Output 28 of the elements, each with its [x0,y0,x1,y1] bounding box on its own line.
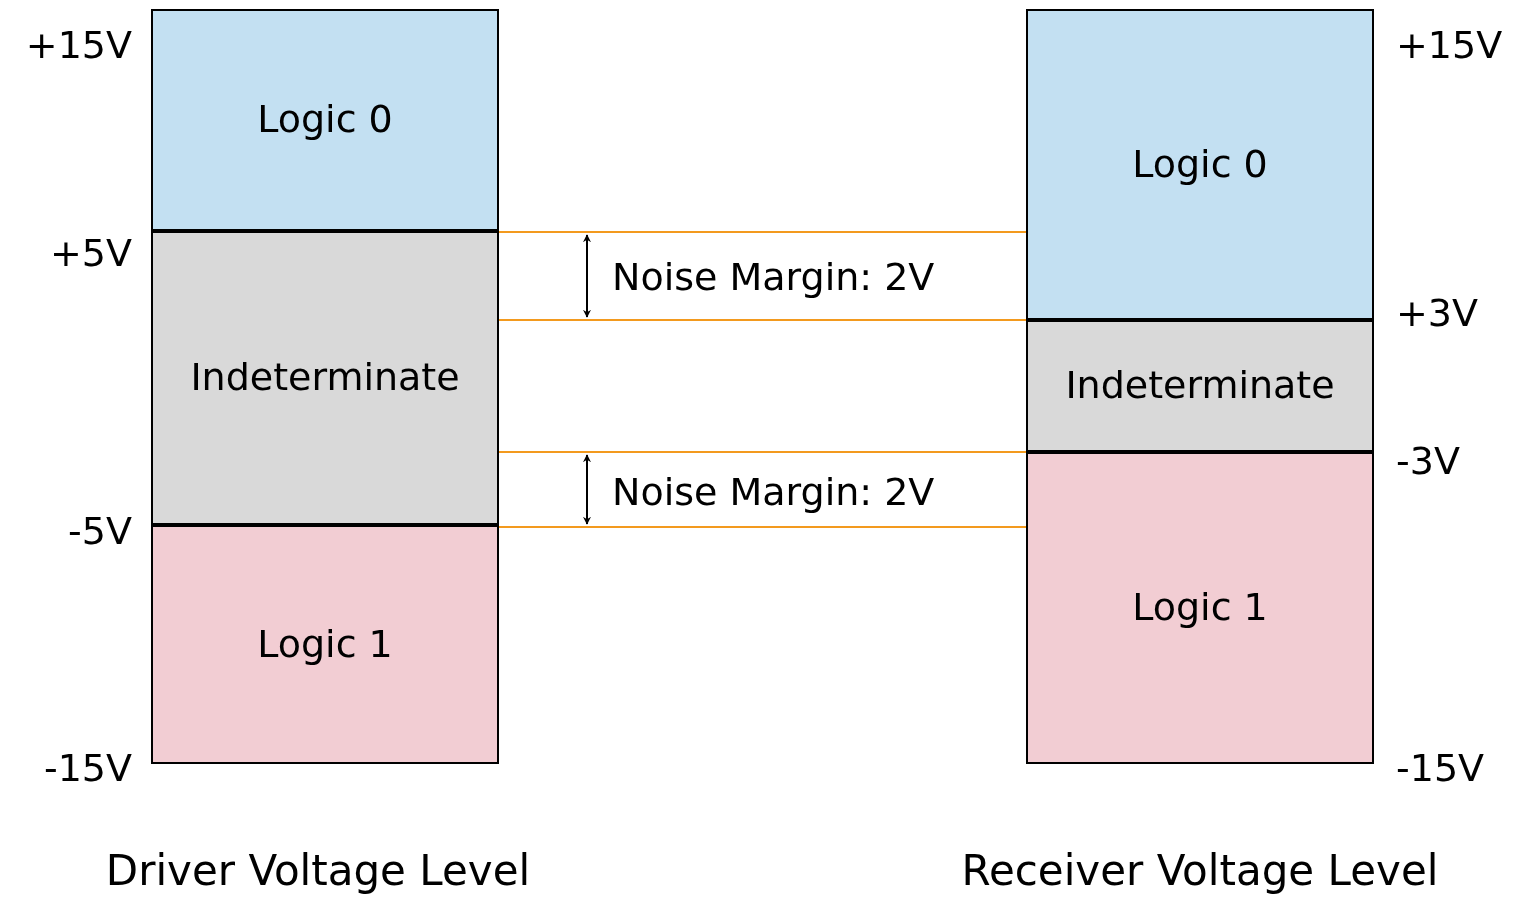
guide-line [498,319,1027,321]
voltage-label: +15V [25,22,132,69]
band-label: Logic 0 [257,96,393,144]
band-label: Logic 1 [1132,584,1268,632]
voltage-label: -15V [1396,745,1485,792]
voltage-band [151,9,499,231]
voltage-label: -15V [43,745,132,792]
band-label: Logic 0 [1132,140,1268,188]
axis-title: Receiver Voltage Level [961,847,1439,895]
voltage-band [1026,320,1374,452]
guide-line [498,526,1027,528]
axis-title: Driver Voltage Level [105,847,531,895]
band-label: Logic 1 [257,620,393,668]
band-label: Indeterminate [190,354,460,402]
voltage-band [151,231,499,525]
guide-line [498,451,1027,453]
noise-margin-label: Noise Margin: 2V [612,469,935,516]
band-label: Indeterminate [1065,362,1335,410]
voltage-label: +3V [1396,290,1478,337]
voltage-label: -3V [1396,438,1460,485]
voltage-label: +15V [1396,22,1503,69]
voltage-band [1026,452,1374,764]
noise-margin-label: Noise Margin: 2V [612,254,935,301]
voltage-label: -5V [68,508,132,555]
voltage-band [151,525,499,764]
voltage-band [1026,9,1374,320]
voltage-label: +5V [50,230,132,277]
guide-line [498,231,1027,233]
